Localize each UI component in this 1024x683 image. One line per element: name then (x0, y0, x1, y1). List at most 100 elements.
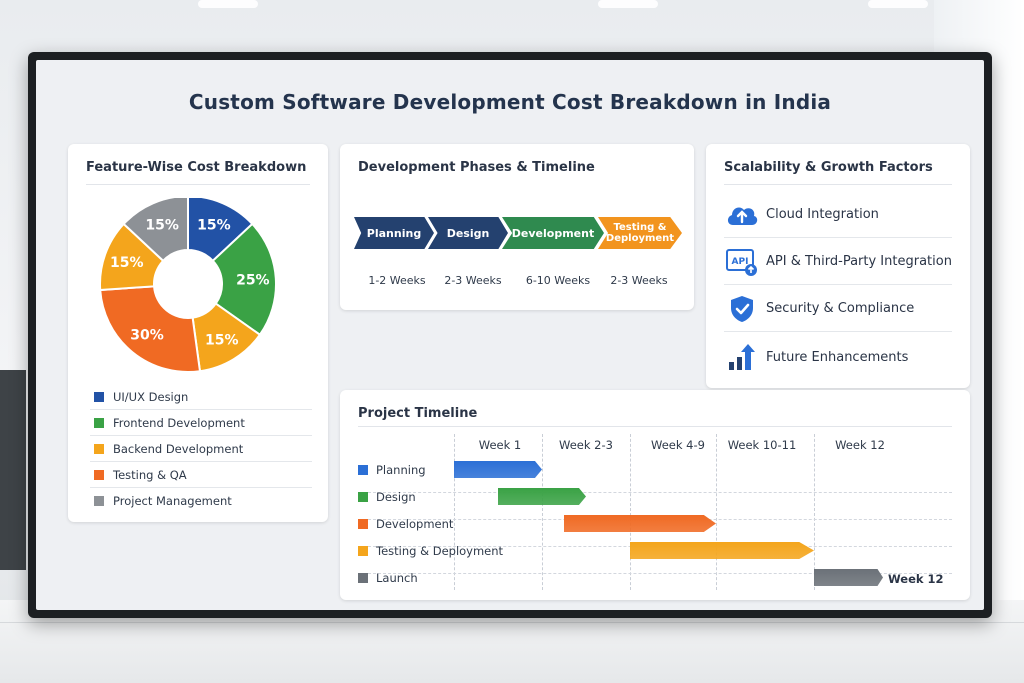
scalability-card-title: Scalability & Growth Factors (724, 160, 933, 175)
gantt-bar (498, 488, 586, 505)
gantt-column-header: Week 1 (478, 438, 522, 452)
legend-swatch (94, 443, 104, 454)
gantt-end-label: Week 12 (888, 572, 944, 586)
legend-swatch (94, 417, 104, 428)
legend-label: Project Management (113, 494, 232, 508)
timeline-card-title: Project Timeline (358, 406, 478, 421)
feature-card-title: Feature-Wise Cost Breakdown (86, 160, 307, 175)
donut-slice (99, 285, 202, 373)
legend-swatch (94, 391, 104, 402)
phase-label: Design (446, 226, 490, 240)
shield-check-icon (724, 293, 760, 325)
scale-item-label: API & Third-Party Integration (766, 254, 952, 269)
gantt-bar (564, 515, 716, 532)
donut-slice-label: 25% (236, 273, 270, 289)
legend-label: Frontend Development (113, 415, 245, 430)
legend-item: Frontend Development (90, 410, 312, 436)
phase-development: Development (502, 217, 604, 249)
scalability-card: Scalability & Growth Factors Cloud Integ… (706, 144, 970, 388)
phase-duration: 2-3 Weeks (610, 274, 668, 287)
gantt-row-label: Launch (358, 570, 418, 586)
donut-slice-label: 15% (110, 255, 144, 271)
gantt-column-header: Week 12 (835, 438, 885, 452)
page-title: Custom Software Development Cost Breakdo… (188, 90, 832, 114)
dashboard-screen: Custom Software Development Cost Breakdo… (36, 60, 984, 610)
gantt-gridline (630, 434, 631, 590)
api-icon-text: API (732, 257, 749, 267)
gantt-row-label-text: Development (376, 517, 454, 531)
cost-donut-chart: 15% 25% 15% 30% 15% 15% (99, 198, 277, 373)
gantt-row-label: Planning (358, 462, 426, 478)
gantt-swatch (358, 519, 368, 529)
legend-label: UI/UX Design (113, 389, 189, 404)
scale-item-security: Security & Compliance (724, 286, 952, 332)
gantt-gridline (454, 434, 455, 590)
phase-testing-deployment: Testing &Deployment (598, 217, 682, 249)
divider (724, 184, 952, 185)
phase-duration: 1-2 Weeks (368, 274, 426, 287)
monitor: Custom Software Development Cost Breakdo… (28, 52, 992, 618)
ceiling-light (868, 0, 928, 8)
donut-slice (211, 222, 277, 337)
gantt-row-label-text: Launch (376, 571, 418, 585)
legend-item: UI/UX Design (90, 384, 312, 410)
gantt-swatch (358, 465, 368, 475)
gantt-column-header: Week 10-11 (727, 438, 797, 452)
divider (358, 426, 952, 427)
phases-card-title: Development Phases & Timeline (358, 160, 595, 175)
donut-slice-label: 30% (130, 327, 164, 343)
donut-slice-label: 15% (205, 333, 239, 349)
gantt-row-label-text: Testing & Deployment (376, 544, 504, 558)
phase-label: Planning (366, 226, 422, 240)
legend-label: Testing & QA (113, 467, 187, 482)
gantt-swatch (358, 546, 368, 556)
phase-duration: 2-3 Weeks (444, 274, 502, 287)
gantt-bar (814, 569, 883, 586)
gantt-gridline (814, 434, 815, 590)
gantt-swatch (358, 492, 368, 502)
divider (86, 184, 310, 185)
gantt-row-label: Testing & Deployment (358, 543, 503, 559)
donut-slice-label: 15% (197, 217, 231, 233)
phase-planning: Planning (354, 217, 434, 249)
growth-chart-icon (724, 341, 760, 373)
legend-item: Testing & QA (90, 462, 312, 488)
gantt-row-label-text: Planning (376, 463, 426, 477)
background-shelf (0, 370, 26, 570)
gantt-gridline (716, 434, 717, 590)
scale-item-label: Security & Compliance (766, 301, 915, 316)
ceiling-light (198, 0, 258, 8)
phase-label: Testing & (613, 222, 667, 233)
gantt-row-label-text: Design (376, 490, 416, 504)
gantt-swatch (358, 573, 368, 583)
phases-card: Development Phases & Timeline Planning D… (340, 144, 694, 310)
gantt-bar (454, 461, 542, 478)
scale-item-label: Future Enhancements (766, 349, 909, 365)
scale-item-label: Cloud Integration (766, 207, 879, 222)
gantt-row-label: Design (358, 489, 416, 505)
gantt-row-divider (358, 492, 952, 493)
scale-item-cloud: Cloud Integration (724, 192, 952, 238)
phase-design: Design (428, 217, 508, 249)
gantt-column-header: Week 2-3 (559, 438, 613, 452)
legend-item: Backend Development (90, 436, 312, 462)
cloud-upload-icon (724, 199, 760, 231)
donut-legend: UI/UX Design Frontend Development Backen… (90, 384, 312, 514)
ceiling-light (598, 0, 658, 8)
legend-item: Project Management (90, 488, 312, 514)
scale-item-future: Future Enhancements (724, 334, 952, 380)
gantt-column-header: Week 4-9 (651, 438, 705, 452)
legend-label: Backend Development (113, 441, 244, 456)
feature-cost-card: Feature-Wise Cost Breakdown 15% 25% 15% 30%… (68, 144, 328, 522)
legend-swatch (94, 496, 104, 506)
donut-slice (122, 198, 189, 263)
gantt-gridline (542, 434, 543, 590)
donut-slice-label: 15% (145, 217, 179, 233)
phase-chevron-row: Planning Design Development Testing &Dep… (354, 217, 684, 249)
legend-swatch (94, 469, 104, 480)
phase-duration: 6-10 Weeks (525, 274, 591, 287)
phase-label: Deployment (605, 233, 675, 244)
gantt-row-label: Development (358, 516, 453, 532)
api-icon: API (724, 246, 760, 278)
